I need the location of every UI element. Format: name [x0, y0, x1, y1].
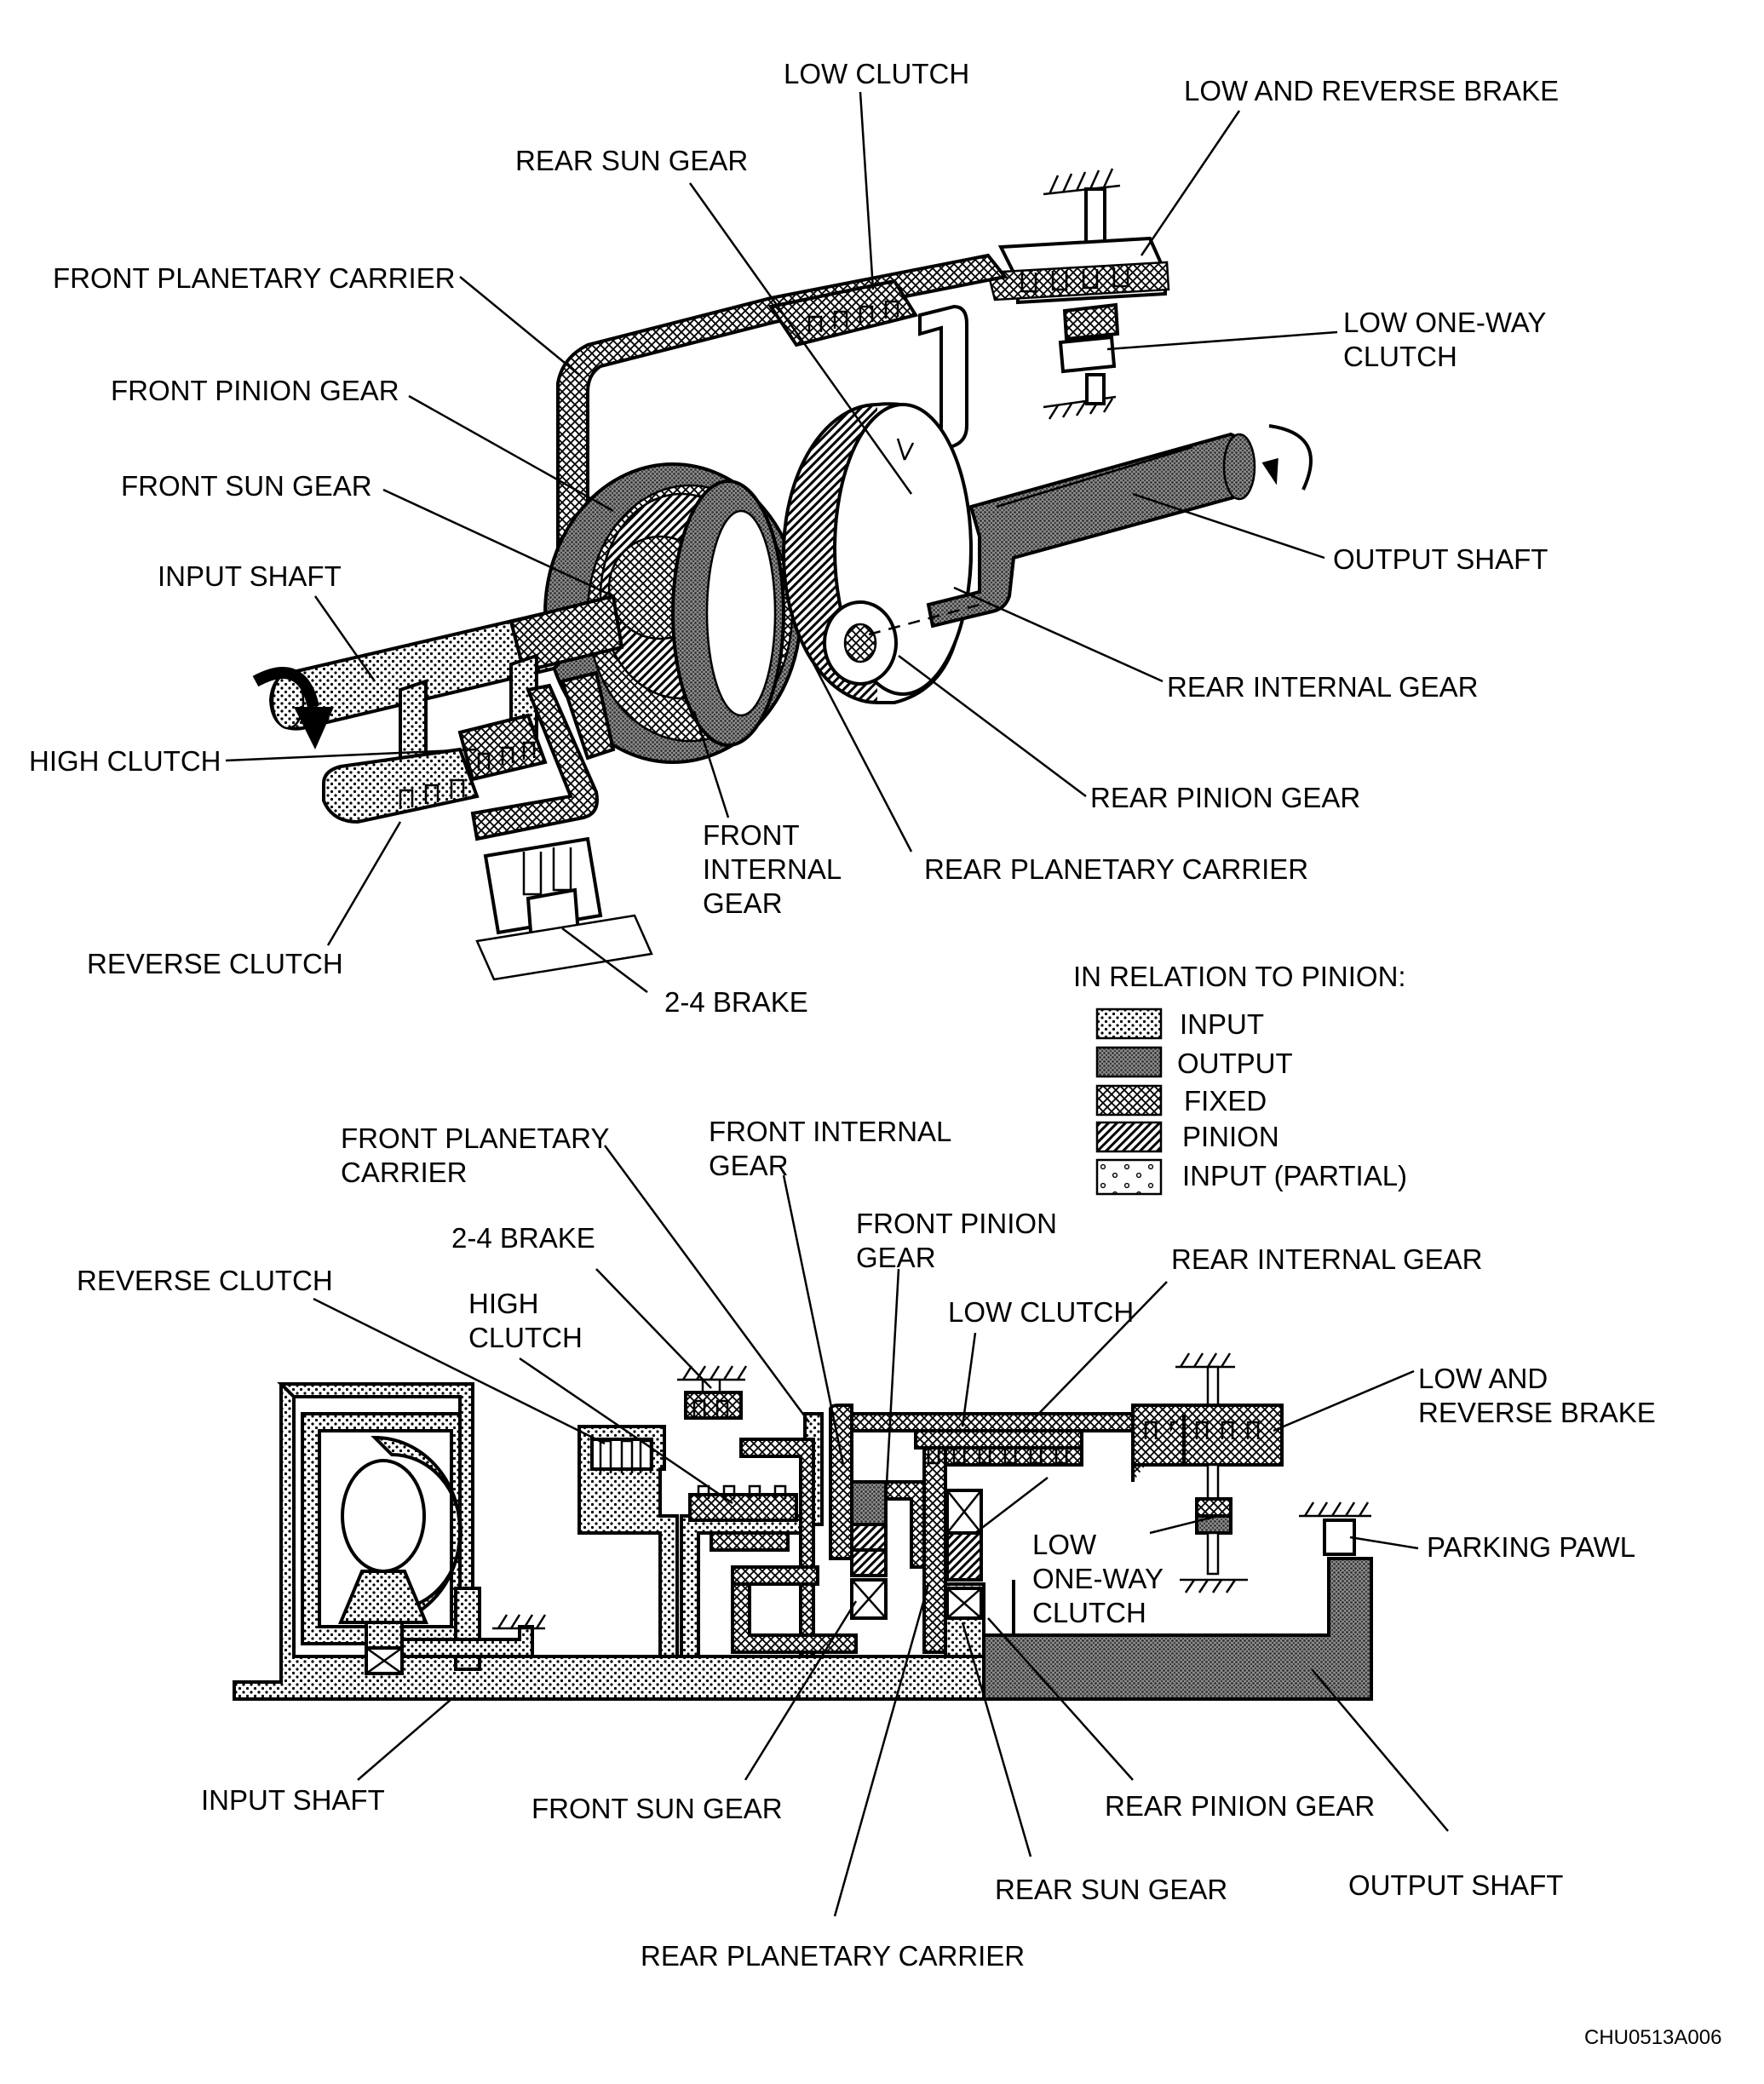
front-internal-gear-schematic [884, 1480, 926, 1569]
upper-leaders [225, 91, 1338, 993]
label-high-clutch: HIGH CLUTCH [29, 745, 221, 777]
label-front-pinion-gear-lower-2: GEAR [856, 1242, 936, 1273]
label-rear-planetary-carrier-lower: REAR PLANETARY CARRIER [641, 1940, 1025, 1972]
label-rear-internal-gear-lower: REAR INTERNAL GEAR [1171, 1243, 1483, 1275]
svg-text:OUTPUT: OUTPUT [1177, 1048, 1293, 1079]
svg-text:INPUT: INPUT [1180, 1008, 1264, 1040]
label-low-one-way-clutch: LOW ONE-WAY [1343, 307, 1546, 338]
legend-item-output: OUTPUT [1095, 1046, 1293, 1079]
label-low-one-way-clutch-lower: LOW [1032, 1529, 1097, 1560]
low-one-way-clutch-schematic [1180, 1463, 1248, 1593]
low-clutch-block [767, 278, 919, 347]
label-front-planetary-carrier: FRONT PLANETARY CARRIER [53, 262, 456, 294]
legend-item-fixed: FIXED [1095, 1084, 1267, 1117]
label-reverse-clutch: REVERSE CLUTCH [87, 948, 343, 979]
legend-item-input-partial: INPUT (PARTIAL) [1095, 1158, 1407, 1196]
output-rotation-arrow [1268, 424, 1313, 491]
label-low-reverse-brake-lower-2: REVERSE BRAKE [1418, 1397, 1656, 1428]
label-input-shaft: INPUT SHAFT [158, 560, 342, 592]
label-2-4-brake: 2-4 BRAKE [664, 986, 808, 1018]
label-front-internal-gear-2: INTERNAL [703, 853, 842, 885]
legend: IN RELATION TO PINION: INPUT OUTPUT FIXE… [1073, 961, 1407, 1196]
label-rear-pinion-gear-lower: REAR PINION GEAR [1105, 1790, 1375, 1822]
reverse-clutch-schematic [577, 1425, 679, 1658]
legend-item-input: INPUT [1095, 1008, 1264, 1040]
low-reverse-brake-schematic [1131, 1352, 1284, 1482]
label-rear-pinion-gear: REAR PINION GEAR [1090, 782, 1360, 813]
carrier-arm [470, 683, 599, 841]
label-front-internal-gear-3: GEAR [703, 887, 783, 919]
low-clutch-schematic [914, 1429, 1083, 1465]
label-output-shaft-lower: OUTPUT SHAFT [1348, 1869, 1563, 1901]
label-high-clutch-lower-2: CLUTCH [468, 1322, 583, 1353]
label-front-pinion-gear: FRONT PINION GEAR [111, 375, 399, 406]
label-low-clutch: LOW CLUTCH [784, 58, 969, 89]
svg-text:FIXED: FIXED [1184, 1085, 1267, 1117]
brake-2-4-schematic [677, 1365, 748, 1420]
parking-pawl-schematic [1299, 1501, 1371, 1556]
label-2-4-brake-lower: 2-4 BRAKE [451, 1222, 595, 1254]
upper-labels: LOW CLUTCH LOW AND REVERSE BRAKE REAR SU… [29, 58, 1559, 1018]
label-front-sun-gear-lower: FRONT SUN GEAR [531, 1793, 783, 1824]
lower-leaders [313, 1145, 1449, 1917]
input-rotation-arrow [252, 667, 319, 709]
label-front-internal-gear-lower-2: GEAR [709, 1150, 789, 1181]
upper-3d-view [252, 168, 1313, 981]
low-reverse-brake-block [986, 236, 1170, 305]
label-front-internal-gear-lower: FRONT INTERNAL [709, 1116, 951, 1147]
label-low-one-way-clutch-lower-3: CLUTCH [1032, 1597, 1146, 1628]
label-front-internal-gear: FRONT [703, 819, 800, 851]
figure-code: CHU0513A006 [1584, 2026, 1721, 2049]
reverse-clutch-block [322, 747, 480, 824]
label-parking-pawl: PARKING PAWL [1427, 1531, 1635, 1563]
legend-item-pinion: PINION [1095, 1121, 1279, 1153]
lower-labels: FRONT PLANETARY CARRIER FRONT INTERNAL G… [77, 1116, 1656, 1972]
label-front-sun-gear: FRONT SUN GEAR [121, 470, 372, 502]
svg-text:INPUT (PARTIAL): INPUT (PARTIAL) [1182, 1160, 1407, 1191]
label-high-clutch-lower: HIGH [468, 1288, 539, 1319]
label-front-pinion-gear-lower: FRONT PINION [856, 1208, 1057, 1239]
label-rear-planetary-carrier: REAR PLANETARY CARRIER [924, 853, 1308, 885]
lower-schematic [233, 1352, 1373, 1701]
legend-title: IN RELATION TO PINION: [1073, 961, 1406, 992]
label-input-shaft-lower: INPUT SHAFT [201, 1784, 385, 1816]
label-front-planetary-carrier-lower: FRONT PLANETARY [341, 1122, 609, 1154]
low-one-way-clutch-3d [1058, 302, 1120, 374]
label-front-planetary-carrier-lower-2: CARRIER [341, 1157, 468, 1188]
svg-text:PINION: PINION [1182, 1121, 1279, 1152]
label-low-one-way-clutch-2: CLUTCH [1343, 341, 1457, 372]
brake-2-4-3d [475, 836, 653, 981]
label-low-clutch-lower: LOW CLUTCH [948, 1296, 1134, 1328]
label-rear-sun-gear-lower: REAR SUN GEAR [995, 1874, 1227, 1905]
label-reverse-clutch-lower: REVERSE CLUTCH [77, 1265, 333, 1296]
label-rear-sun-gear: REAR SUN GEAR [515, 145, 748, 176]
label-low-reverse-brake-lower: LOW AND [1418, 1363, 1548, 1394]
label-rear-internal-gear: REAR INTERNAL GEAR [1167, 671, 1479, 703]
label-output-shaft: OUTPUT SHAFT [1333, 543, 1548, 575]
label-low-reverse-brake: LOW AND REVERSE BRAKE [1184, 75, 1559, 106]
label-low-one-way-clutch-lower-2: ONE-WAY [1032, 1563, 1164, 1594]
